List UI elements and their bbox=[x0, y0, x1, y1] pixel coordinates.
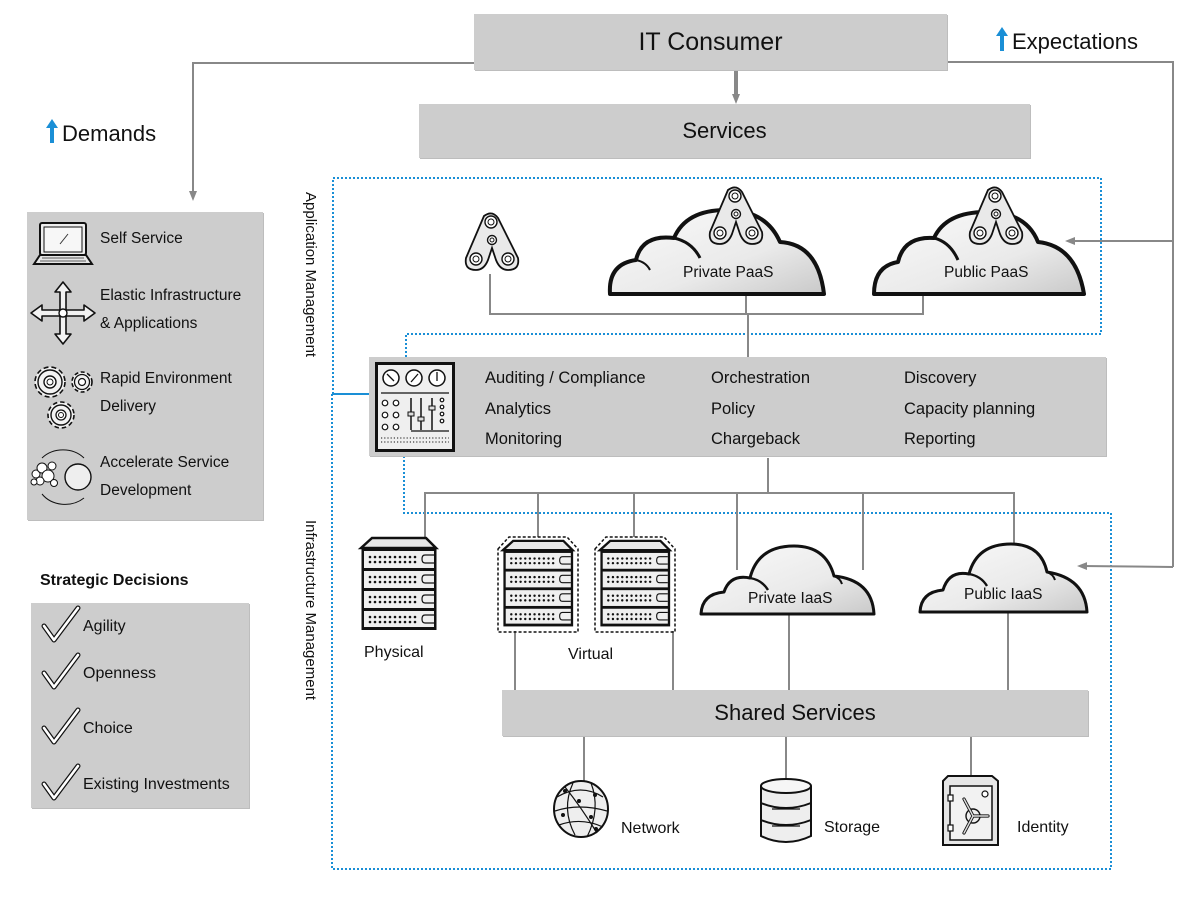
physical-server-icon bbox=[357, 536, 440, 630]
private-paas-label: Private PaaS bbox=[683, 264, 774, 281]
benefit-label: Rapid Environment bbox=[100, 370, 232, 387]
laptop-icon bbox=[32, 222, 94, 265]
expectations-heading: Expectations bbox=[996, 27, 1138, 55]
benefit-rapid-environment-delivery: Rapid Environment Delivery bbox=[100, 365, 232, 421]
public-paas-cloud-icon bbox=[872, 186, 1086, 296]
checkmark-icon bbox=[41, 652, 81, 690]
checkmark-icon bbox=[41, 707, 81, 745]
mgmt-item: Auditing / Compliance bbox=[485, 369, 646, 387]
shared-services-label: Shared Services bbox=[714, 700, 876, 725]
benefit-self-service: Self Service bbox=[100, 225, 183, 253]
virtual-server-icon bbox=[497, 536, 579, 633]
strategic-decisions-panel bbox=[31, 603, 249, 808]
benefit-label: & Applications bbox=[100, 315, 198, 332]
services-label: Services bbox=[682, 118, 767, 143]
benefit-accelerate-service-development: Accelerate Service Development bbox=[100, 449, 229, 505]
benefit-label: Self Service bbox=[100, 230, 183, 247]
management-layer-box bbox=[369, 357, 1106, 456]
network-label: Network bbox=[621, 820, 680, 837]
it-consumer-label: IT Consumer bbox=[638, 27, 783, 56]
application-management-label: Application Management bbox=[302, 192, 319, 358]
virtual-server-icon bbox=[594, 536, 676, 633]
public-iaas-label: Public IaaS bbox=[964, 586, 1043, 603]
gears-icon bbox=[34, 366, 93, 429]
private-paas-cloud-icon bbox=[607, 186, 826, 296]
mgmt-item: Reporting bbox=[904, 430, 976, 448]
it-consumer-box: IT Consumer bbox=[474, 14, 947, 70]
decision-choice: Choice bbox=[83, 720, 133, 737]
public-iaas-cloud-icon bbox=[918, 542, 1089, 614]
checkmarks-column bbox=[41, 605, 81, 801]
public-paas-label: Public PaaS bbox=[944, 264, 1029, 281]
decision-openness: Openness bbox=[83, 665, 156, 682]
strategic-decisions-heading: Strategic Decisions bbox=[40, 572, 189, 589]
checkmark-icon bbox=[41, 605, 81, 643]
up-arrow-icon bbox=[996, 27, 1008, 51]
mgmt-item: Chargeback bbox=[711, 430, 800, 448]
services-box: Services bbox=[419, 104, 1030, 158]
mgmt-item: Policy bbox=[711, 399, 756, 418]
mgmt-item: Orchestration bbox=[711, 369, 811, 387]
management-column-2: Orchestration Policy Chargeback bbox=[711, 363, 810, 455]
mgmt-item: Monitoring bbox=[485, 430, 563, 448]
shared-services-box: Shared Services bbox=[502, 690, 1088, 736]
database-storage-icon bbox=[760, 778, 812, 843]
mgmt-item: Analytics bbox=[485, 399, 552, 418]
globe-network-icon bbox=[553, 780, 609, 838]
mgmt-item: Capacity planning bbox=[904, 399, 1036, 418]
benefit-label: Development bbox=[100, 482, 192, 499]
virtual-label: Virtual bbox=[568, 646, 614, 663]
safe-identity-icon bbox=[942, 775, 999, 846]
benefit-label: Delivery bbox=[100, 398, 156, 415]
physical-label: Physical bbox=[364, 644, 424, 661]
decision-agility: Agility bbox=[83, 618, 126, 635]
mgmt-item: Discovery bbox=[904, 369, 977, 387]
control-panel-icon bbox=[375, 362, 455, 452]
expectations-label: Expectations bbox=[1012, 29, 1138, 54]
benefit-elastic-infrastructure: Elastic Infrastructure & Applications bbox=[100, 282, 241, 338]
identity-label: Identity bbox=[1017, 819, 1069, 836]
app-platform-icon bbox=[464, 212, 520, 271]
checkmark-icon bbox=[41, 763, 81, 801]
storage-label: Storage bbox=[824, 819, 881, 836]
private-iaas-cloud-icon bbox=[699, 544, 876, 616]
four-way-arrows-icon bbox=[30, 281, 96, 345]
demands-label: Demands bbox=[62, 121, 157, 146]
bubbles-cycle-icon bbox=[30, 449, 92, 505]
up-arrow-icon bbox=[46, 119, 58, 143]
private-iaas-label: Private IaaS bbox=[748, 590, 833, 607]
benefit-label: Elastic Infrastructure bbox=[100, 287, 242, 304]
decision-existing-investments: Existing Investments bbox=[83, 776, 230, 793]
benefit-label: Accelerate Service bbox=[100, 454, 230, 471]
demands-heading: Demands bbox=[46, 119, 156, 147]
management-column-3: Discovery Capacity planning Reporting bbox=[904, 363, 1035, 455]
management-column-1: Auditing / Compliance Analytics Monitori… bbox=[485, 363, 646, 455]
infrastructure-management-label: Infrastructure Management bbox=[302, 520, 319, 701]
